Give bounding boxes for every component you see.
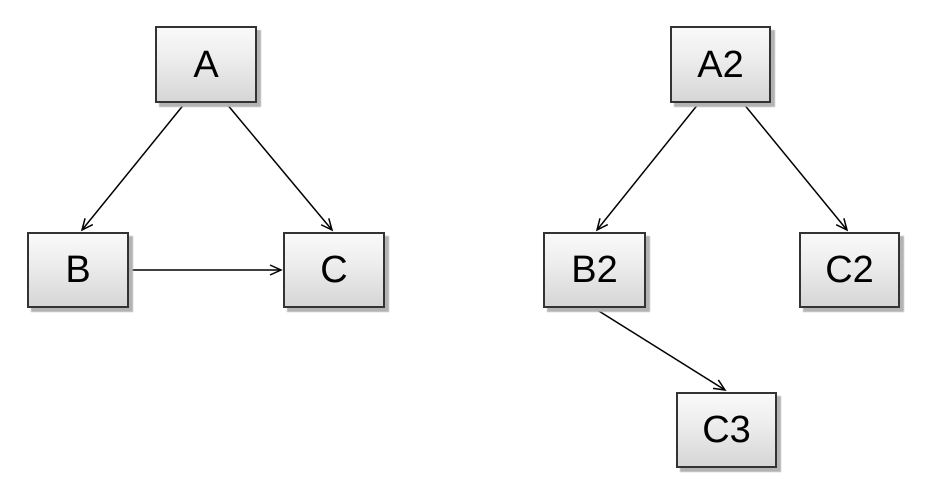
node-A[interactable]: A	[155, 26, 257, 103]
node-label-A2: A2	[697, 43, 744, 86]
node-label-C3: C3	[702, 409, 751, 451]
node-label-B2: B2	[571, 249, 618, 291]
node-label-B: B	[65, 249, 91, 291]
edge-A-C	[225, 102, 334, 232]
node-C3[interactable]: C3	[676, 392, 777, 468]
edge-group	[80, 102, 849, 391]
node-B[interactable]: B	[27, 232, 129, 308]
node-A2[interactable]: A2	[670, 26, 771, 103]
node-label-A: A	[193, 43, 219, 86]
edge-B2-C3	[593, 307, 727, 391]
edge-A2-C2	[742, 102, 849, 232]
edge-A-B	[80, 102, 186, 232]
node-C2[interactable]: C2	[799, 232, 900, 308]
node-C[interactable]: C	[283, 232, 385, 308]
node-label-C: C	[320, 249, 348, 291]
edge-A2-B2	[595, 102, 700, 232]
node-label-C2: C2	[825, 249, 874, 291]
node-B2[interactable]: B2	[543, 232, 646, 308]
